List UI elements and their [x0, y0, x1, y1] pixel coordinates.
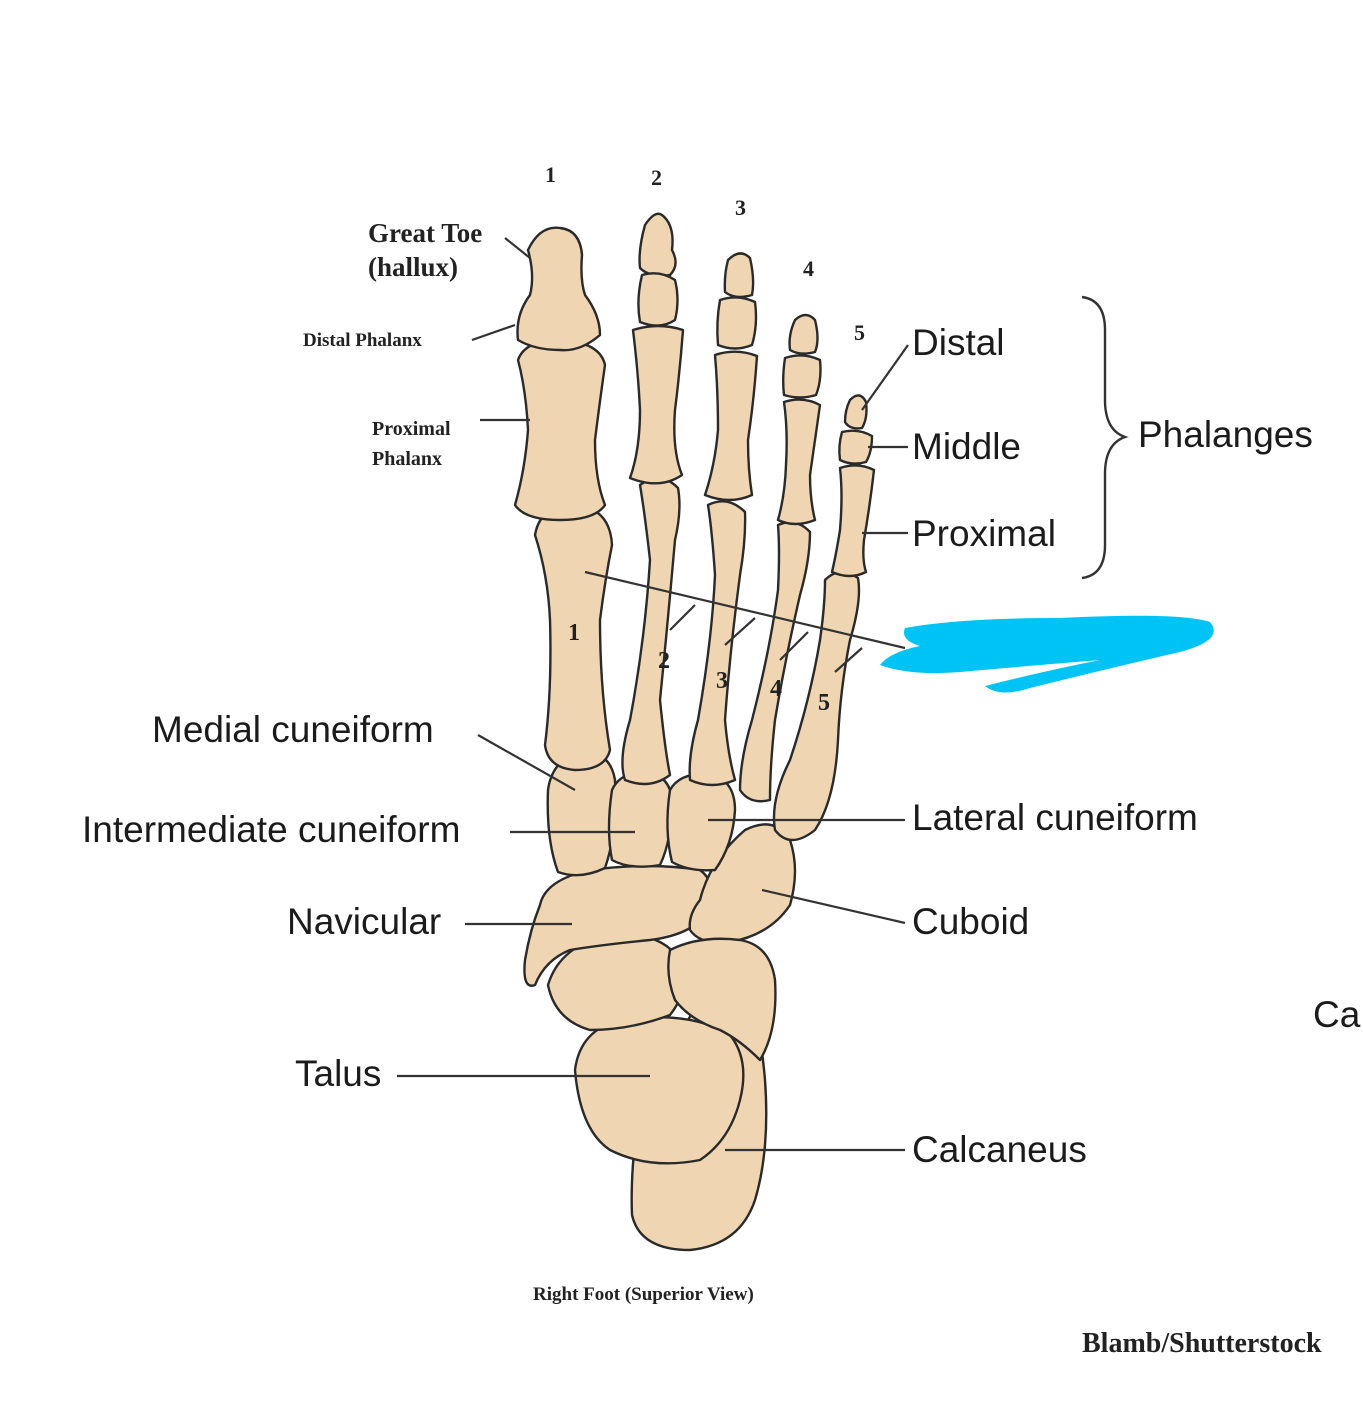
metatarsal-4-bone — [738, 521, 812, 803]
metatarsal-number-4: 4 — [770, 676, 782, 702]
metatarsal-3-tick — [724, 617, 756, 646]
metatarsal-leader-line — [584, 570, 906, 650]
hallux-label: (hallux) — [368, 252, 459, 282]
talus-bone — [573, 1015, 745, 1165]
distal-leader-line — [861, 344, 909, 411]
metatarsal-number-5: 5 — [818, 690, 830, 716]
phalanges-label: Phalanges — [1138, 414, 1313, 455]
toe-2-middle-phalanx-bone — [637, 272, 679, 327]
metatarsal-number-2: 2 — [658, 648, 670, 674]
intermediate-cuneiform-bone — [607, 770, 674, 868]
great-toe-label: Great Toe — [368, 218, 483, 248]
calcaneus-anterior-bone — [667, 937, 777, 1062]
cuboid-label: Cuboid — [912, 901, 1030, 942]
distal-phalanx-label: Distal Phalanx — [303, 330, 422, 351]
proximal-phalanx-label-line1: Proximal — [372, 418, 451, 440]
toe-number-2: 2 — [651, 165, 662, 190]
calcaneus-label: Calcaneus — [912, 1129, 1087, 1170]
toe-5-distal-phalanx-bone — [843, 394, 868, 430]
toe-number-3: 3 — [735, 195, 746, 220]
toe-3-distal-phalanx-bone — [723, 252, 755, 299]
metatarsal-3-bone — [688, 500, 747, 787]
redaction-scribble — [880, 615, 1214, 693]
toe-4-proximal-phalanx-bone — [776, 398, 822, 526]
proximal-label: Proximal — [912, 513, 1056, 554]
figure-caption: Right Foot (Superior View) — [533, 1284, 754, 1305]
navicular-label: Navicular — [287, 901, 442, 942]
metatarsal-2-tick — [669, 604, 696, 631]
distal-label: Distal — [912, 322, 1005, 363]
cuboid-leader-line — [761, 888, 906, 925]
medial-cuneiform-leader-line — [477, 734, 576, 791]
toe-3-proximal-phalanx-bone — [703, 350, 759, 502]
cuboid-bone — [688, 823, 797, 944]
toe-5-middle-phalanx-bone — [838, 429, 874, 465]
metatarsal-4-tick — [779, 631, 809, 661]
medial-cuneiform-label: Medial cuneiform — [152, 709, 434, 750]
toe-2-proximal-phalanx-bone — [628, 324, 685, 485]
hallux-proximal-phalanx-bone — [513, 338, 607, 522]
image-credit: Blamb/Shutterstock — [1082, 1328, 1322, 1359]
metatarsal-1-bone — [533, 503, 614, 772]
toe-5-proximal-phalanx-bone — [830, 464, 876, 578]
metatarsal-5-tick — [834, 647, 863, 673]
phalanges-brace — [1081, 295, 1129, 580]
hallux-distal-phalanx-bone — [516, 226, 602, 352]
middle-label: Middle — [912, 426, 1021, 467]
talus-label: Talus — [295, 1053, 382, 1094]
great-toe-leader-line — [504, 237, 531, 259]
proximal-phalanx-label-line2: Phalanx — [372, 448, 443, 470]
toe-4-middle-phalanx-bone — [782, 354, 822, 399]
toe-number-5: 5 — [854, 320, 865, 345]
distal-phalanx-leader-line — [471, 323, 516, 342]
metatarsal-number-1: 1 — [568, 620, 580, 646]
toe-2-distal-phalanx-bone — [638, 212, 677, 277]
intermediate-cuneiform-label: Intermediate cuneiform — [82, 809, 461, 850]
metatarsal-number-3: 3 — [716, 668, 728, 694]
toe-3-middle-phalanx-bone — [716, 296, 758, 350]
toe-number-1: 1 — [545, 162, 556, 187]
cut-off-label: Ca — [1313, 994, 1361, 1035]
metatarsal-5-bone — [772, 570, 861, 842]
toe-number-4: 4 — [803, 256, 814, 281]
lateral-cuneiform-label: Lateral cuneiform — [912, 797, 1198, 838]
toe-4-distal-phalanx-bone — [788, 313, 819, 355]
metatarsal-2-bone — [621, 477, 681, 786]
navicular-bone — [523, 864, 713, 987]
